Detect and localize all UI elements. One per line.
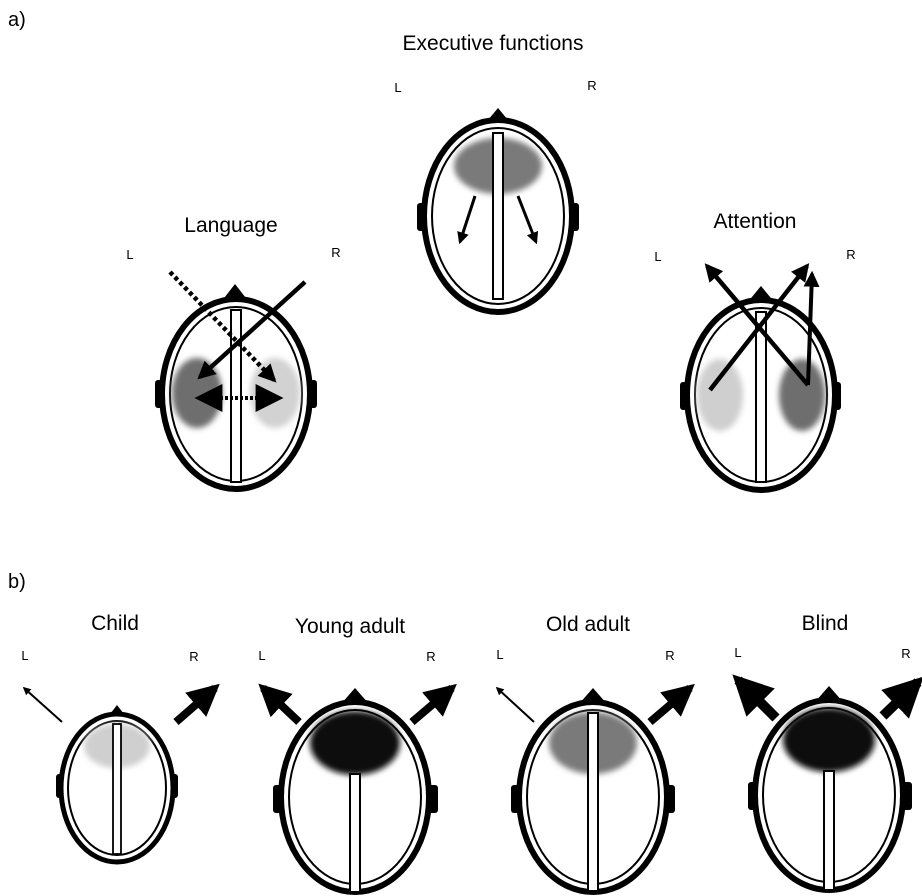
- frontal-activation-region: [310, 711, 400, 775]
- blind-title: Blind: [802, 612, 849, 635]
- right-hemisphere-label: R: [901, 646, 910, 661]
- right-activation-region: [250, 358, 300, 428]
- attention-diagram: Attention L R: [654, 210, 855, 490]
- old-adult-diagram: Old adult L R: [496, 613, 690, 892]
- left-hemisphere-label: L: [654, 249, 661, 264]
- left-activation-region: [172, 358, 222, 428]
- left-hemisphere-label: L: [21, 648, 28, 663]
- left-arrow-thick: [263, 688, 299, 722]
- language-diagram: Language L R: [126, 214, 340, 489]
- panel-b-label: b): [8, 571, 26, 593]
- midline-divider: [824, 771, 834, 890]
- right-arrow-thick: [883, 682, 918, 716]
- left-hemisphere-label: L: [496, 647, 503, 662]
- right-hemisphere-label: R: [426, 649, 435, 664]
- panel-a-label: a): [8, 9, 26, 31]
- midline-divider: [350, 774, 360, 892]
- right-hemisphere-label: R: [587, 78, 596, 93]
- executive-functions-title: Executive functions: [403, 32, 584, 55]
- left-arrow-thin: [24, 688, 62, 722]
- left-arrow-thin: [497, 688, 534, 722]
- left-hemisphere-label: L: [258, 648, 265, 663]
- right-activation-region: [779, 359, 825, 431]
- midline-divider: [588, 713, 598, 891]
- left-hemisphere-label: L: [734, 645, 741, 660]
- child-title: Child: [91, 612, 139, 635]
- midline-divider: [113, 724, 121, 854]
- attention-title: Attention: [714, 210, 797, 233]
- child-diagram: Child L R: [21, 612, 215, 862]
- right-arrow-thick: [176, 688, 215, 722]
- executive-functions-diagram: Executive functions L R: [394, 32, 596, 312]
- right-hemisphere-label: R: [665, 648, 674, 663]
- old-adult-title: Old adult: [546, 613, 630, 636]
- midline-divider: [493, 133, 503, 299]
- right-hemisphere-label: R: [331, 245, 340, 260]
- right-hemisphere-label: R: [846, 247, 855, 262]
- blind-diagram: Blind L R: [734, 612, 918, 890]
- young-adult-title: Young adult: [295, 615, 405, 638]
- right-hemisphere-label: R: [189, 649, 198, 664]
- left-hemisphere-label: L: [126, 247, 133, 262]
- left-hemisphere-label: L: [394, 80, 401, 95]
- frontal-activation-region: [783, 708, 875, 772]
- midline-divider: [756, 312, 766, 482]
- language-title: Language: [184, 214, 277, 237]
- left-activation-region: [697, 359, 743, 431]
- right-arrow-thick: [650, 688, 690, 722]
- young-adult-diagram: Young adult L R: [258, 615, 452, 892]
- right-arrow-thick: [412, 688, 452, 722]
- left-arrow-thick: [738, 680, 776, 718]
